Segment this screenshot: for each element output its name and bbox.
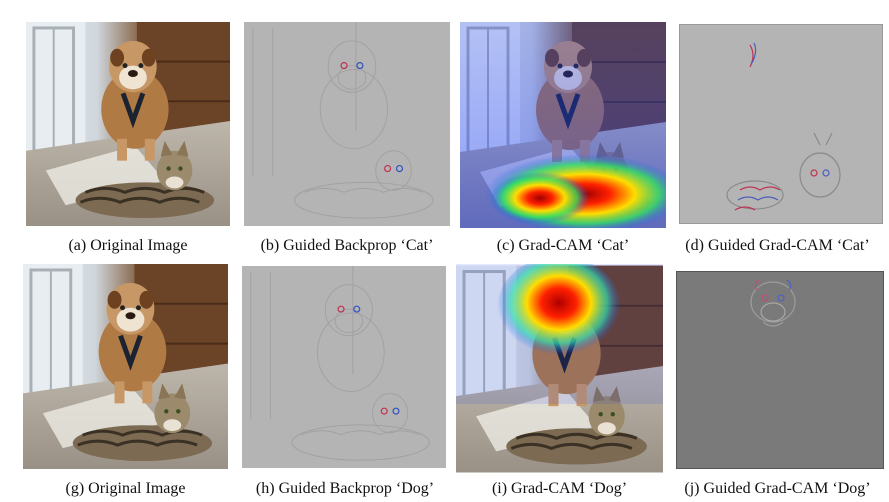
- panel-original-image-cat: [25, 22, 231, 226]
- caption-g: (g) Original Image: [65, 480, 186, 497]
- panel-gradcam-dog: [456, 264, 663, 474]
- panel-guided-gradcam-cat: [679, 24, 883, 224]
- caption-b: (b) Guided Backprop ‘Cat’: [260, 237, 434, 254]
- caption-c: (c) Grad-CAM ‘Cat’: [496, 237, 630, 254]
- panel-guided-backprop-dog: [242, 266, 446, 468]
- panel-guided-backprop-cat: [244, 22, 450, 226]
- caption-h: (h) Guided Backprop ‘Dog’: [255, 480, 435, 497]
- caption-j: (j) Guided Grad-CAM ‘Dog’: [684, 480, 871, 497]
- panel-original-image-dog: [22, 264, 229, 469]
- caption-d: (d) Guided Grad-CAM ‘Cat’: [685, 237, 870, 254]
- caption-i: (i) Grad-CAM ‘Dog’: [491, 480, 628, 497]
- panel-gradcam-cat: [460, 22, 666, 228]
- caption-a: (a) Original Image: [68, 237, 188, 254]
- panel-guided-gradcam-dog: [676, 271, 884, 469]
